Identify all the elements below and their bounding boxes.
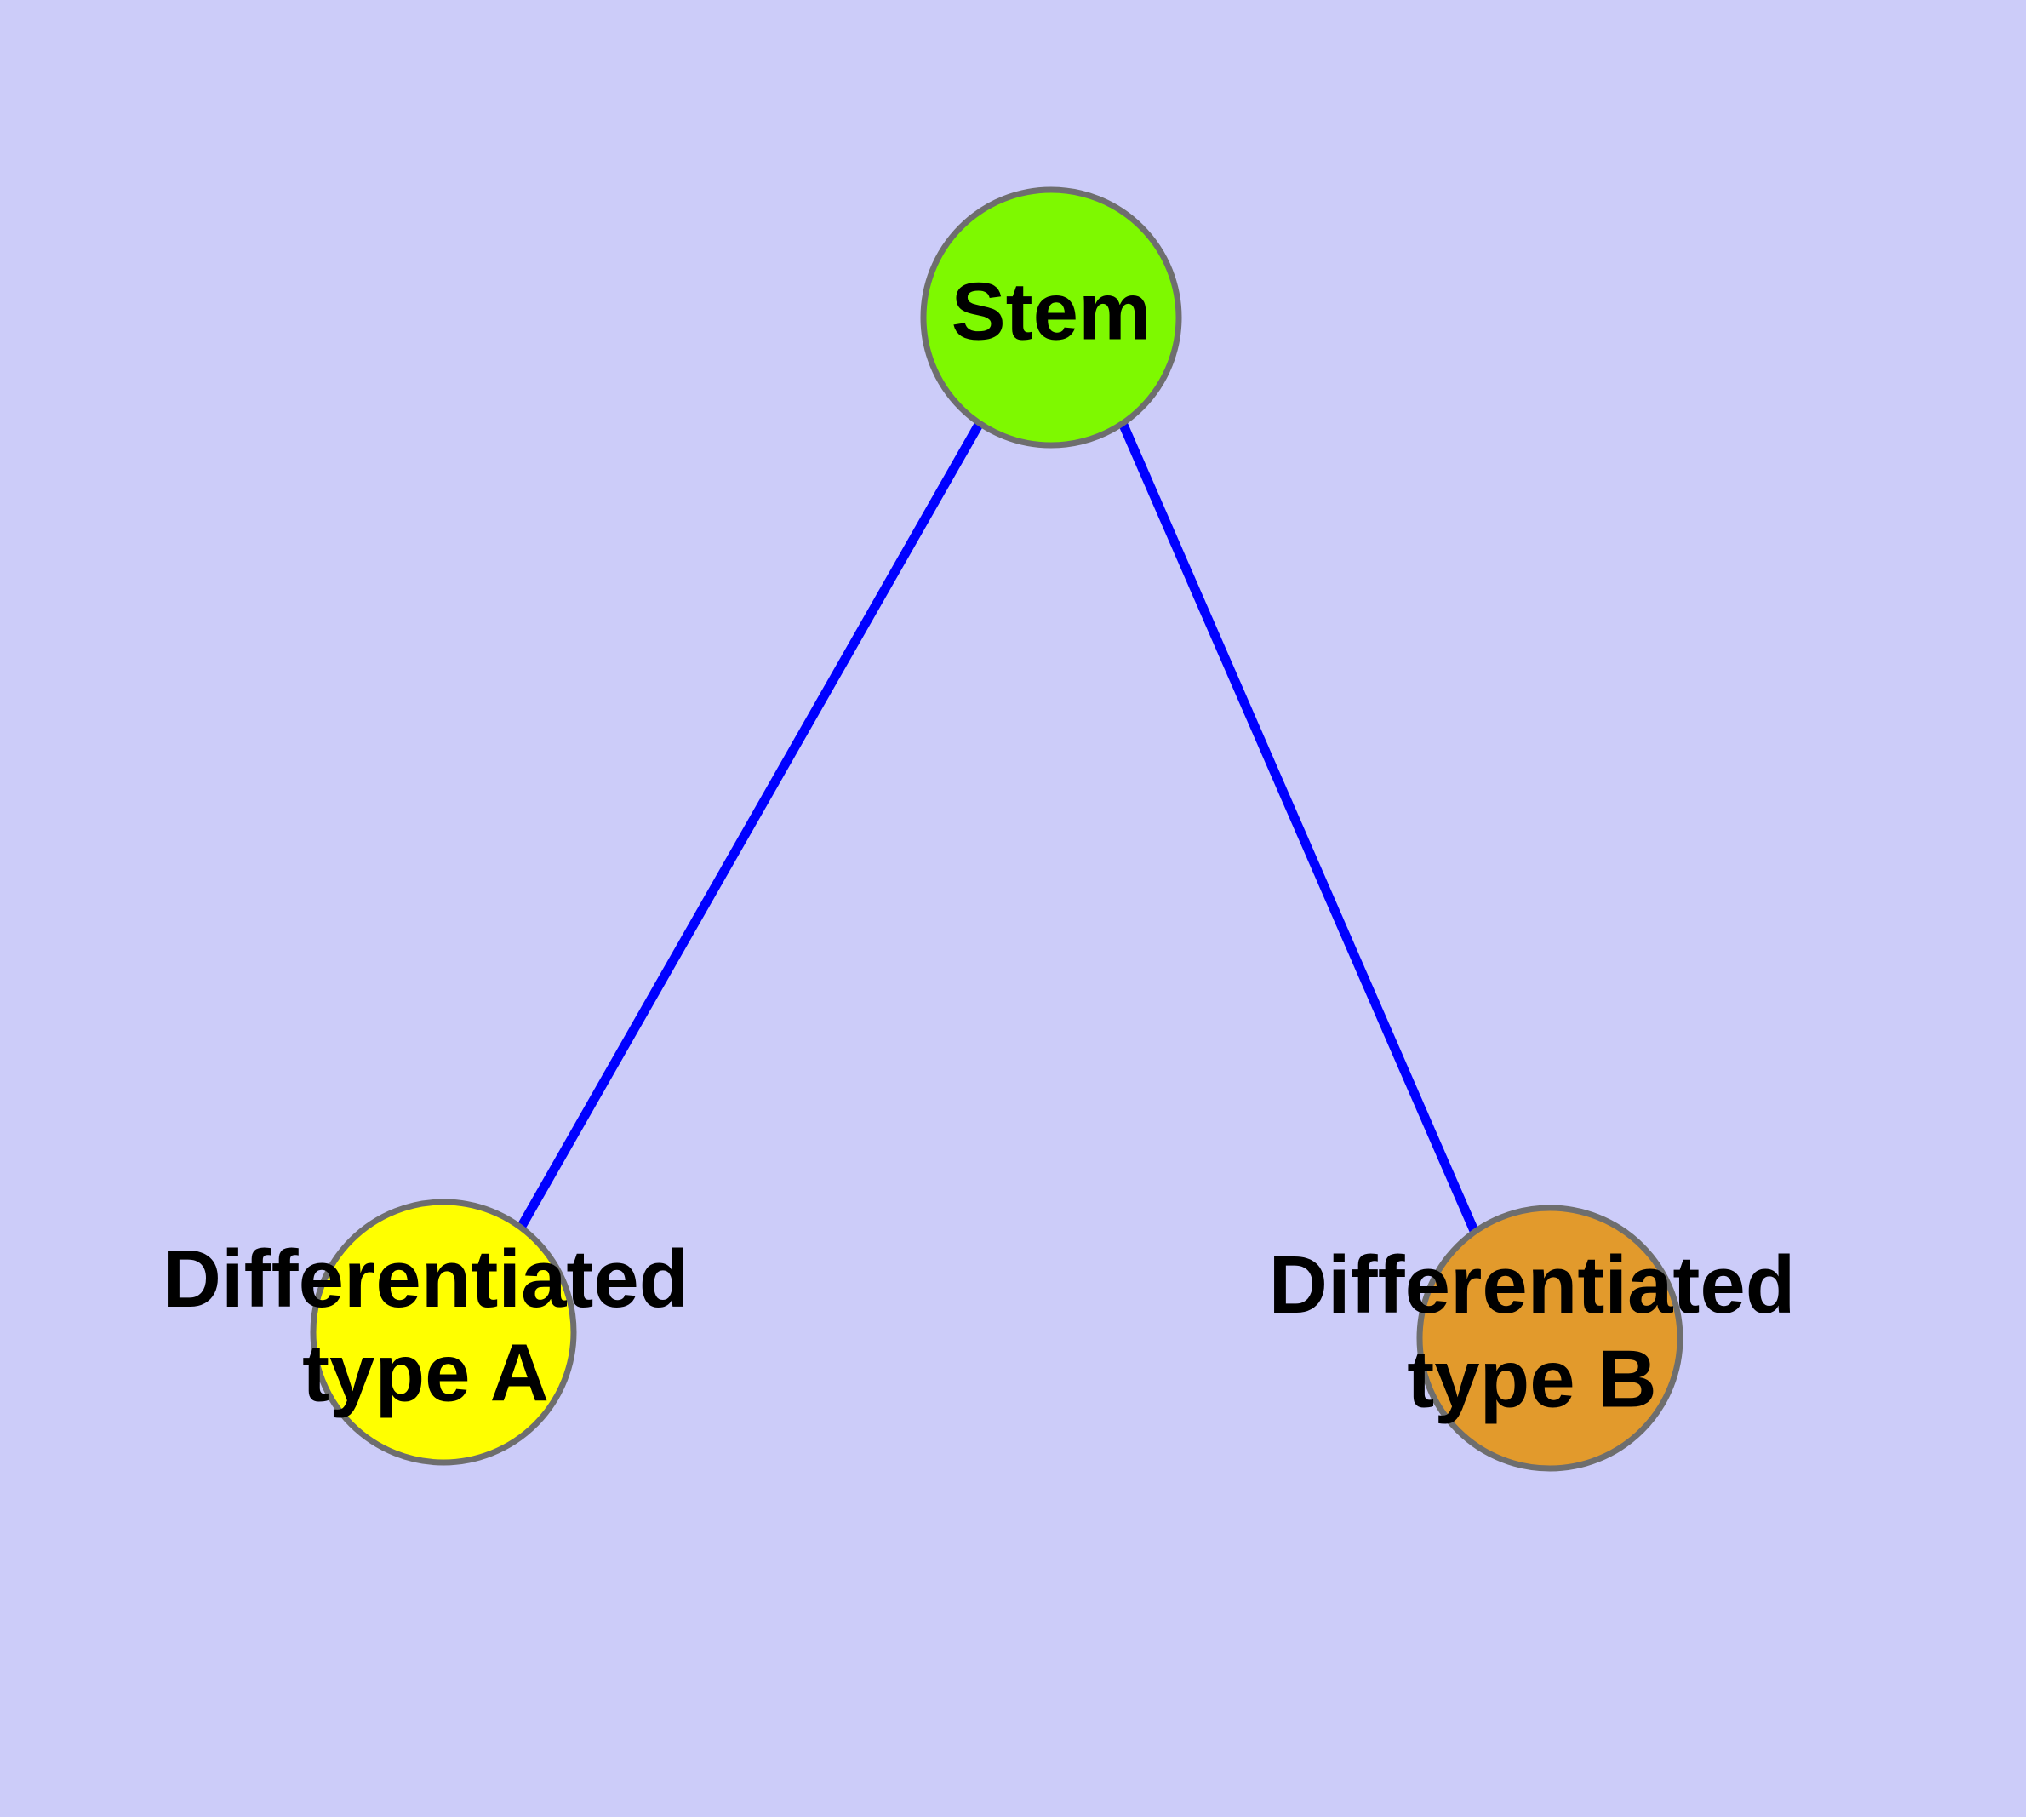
nodes-layer: [310, 186, 1683, 1472]
graph-edge-stem-to-diff_a: [517, 421, 984, 1230]
graph-edge-stem-to-diff_b: [1117, 421, 1480, 1235]
node-label-line: Differentiated: [1269, 1239, 1796, 1331]
node-label-line: Differentiated: [163, 1233, 689, 1325]
graph-node-label-stem: Stem: [952, 266, 1152, 357]
graph-node-stem[interactable]: [920, 186, 1182, 449]
node-label-line: type B: [1407, 1334, 1656, 1425]
node-label-line: Stem: [952, 266, 1152, 357]
edges-layer: [517, 421, 1480, 1235]
node-label-line: type A: [302, 1328, 549, 1419]
graph-node-diff_b[interactable]: [1416, 1205, 1683, 1472]
graph-node-diff_a[interactable]: [310, 1199, 577, 1466]
